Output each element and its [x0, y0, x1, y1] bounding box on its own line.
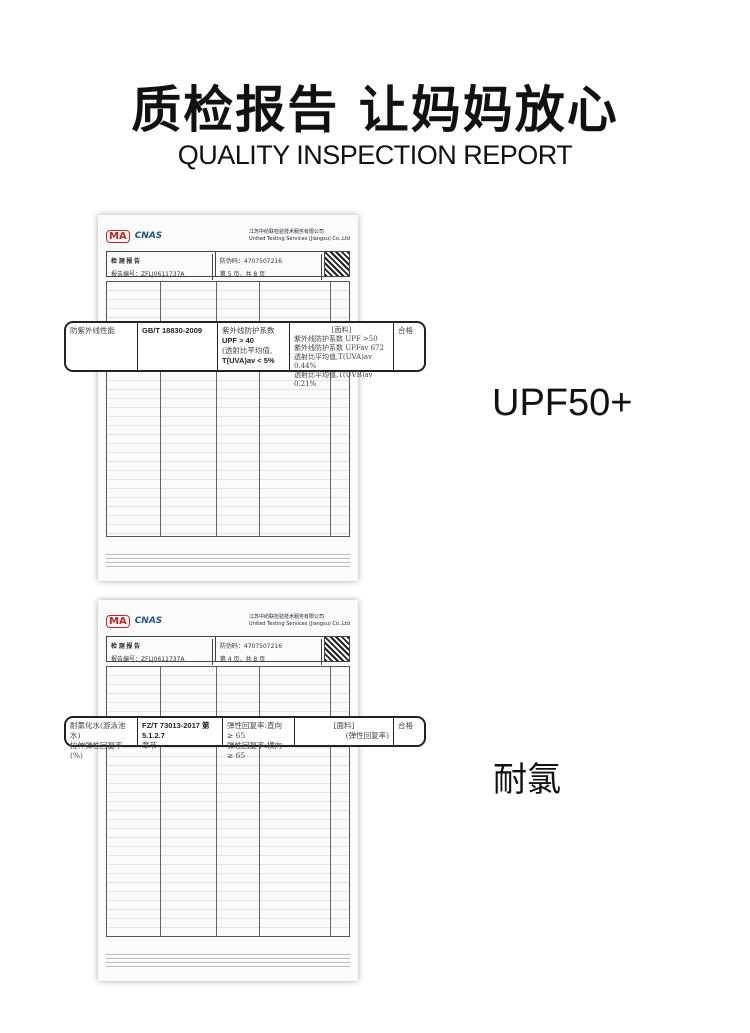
ma-logo: MA	[106, 614, 130, 628]
qr-code	[325, 637, 349, 661]
cnas-logo: CNAS	[134, 616, 163, 626]
upf-label: UPF50+	[492, 382, 633, 424]
report-footer	[106, 951, 350, 969]
chlorine-result-callout: 耐氯化水(游泳池水)拉伸弹性回复率(%) FZ/T 73013-2017 第 5…	[64, 716, 426, 760]
chlorine-resistant-label: 耐氯	[493, 760, 561, 800]
ma-logo: MA	[106, 229, 130, 243]
report-table	[106, 666, 350, 937]
cnas-logo: CNAS	[134, 231, 163, 241]
report-table	[106, 281, 350, 537]
page-title: 质检报告 让妈妈放心	[131, 81, 619, 139]
page-subtitle: QUALITY INSPECTION REPORT	[177, 140, 573, 170]
qr-code	[325, 252, 349, 276]
report-footer	[106, 551, 350, 569]
